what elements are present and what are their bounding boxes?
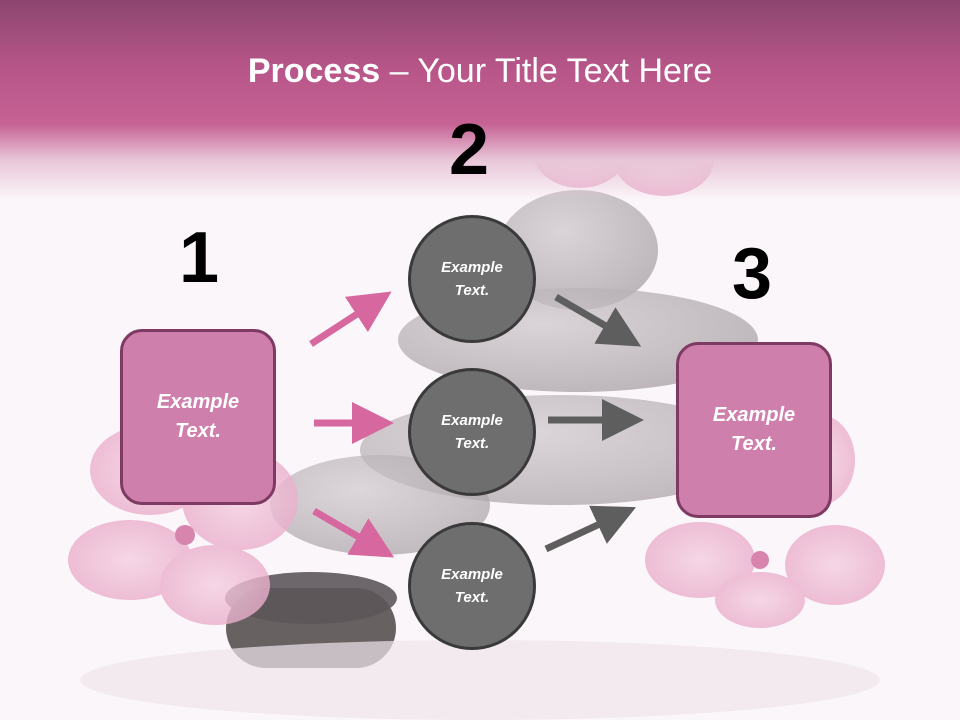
arrow-up-right-icon bbox=[544, 505, 637, 553]
step-3-box: Example Text. bbox=[676, 342, 832, 518]
arrow-down-right-icon bbox=[312, 507, 395, 558]
step-2-circle-middle: Example Text. bbox=[408, 368, 536, 496]
box-text-line2: Text. bbox=[731, 433, 777, 455]
circle-text-line2: Text. bbox=[454, 282, 490, 299]
circle-text-line1: Example bbox=[441, 259, 503, 276]
circle-text-line2: Text. bbox=[454, 589, 490, 606]
circle-text-line2: Text. bbox=[454, 435, 490, 452]
arrow-up-right-icon bbox=[309, 291, 392, 347]
step-2-circle-bottom: Example Text. bbox=[408, 522, 536, 650]
title-bold: Process bbox=[247, 52, 381, 90]
box-text-line1: Example bbox=[712, 404, 796, 426]
circle-text-line1: Example bbox=[441, 412, 503, 429]
circle-text-line1: Example bbox=[441, 566, 503, 583]
box-text-line2: Text. bbox=[175, 420, 221, 442]
step-2-circle-top: Example Text. bbox=[408, 215, 536, 343]
box-text-line1: Example bbox=[156, 391, 240, 413]
step-1-box: Example Text. bbox=[120, 329, 276, 505]
step-number-2: 2 bbox=[449, 110, 490, 190]
stone-shape bbox=[498, 190, 658, 310]
step-number-3: 3 bbox=[732, 234, 773, 314]
slide-title: Process – Your Title Text Here bbox=[0, 52, 960, 91]
arrow-down-right-icon bbox=[554, 293, 642, 347]
title-rest: – Your Title Text Here bbox=[380, 52, 713, 90]
title-band bbox=[0, 0, 960, 200]
reflection-shape bbox=[80, 640, 880, 720]
step-number-1: 1 bbox=[179, 218, 220, 298]
